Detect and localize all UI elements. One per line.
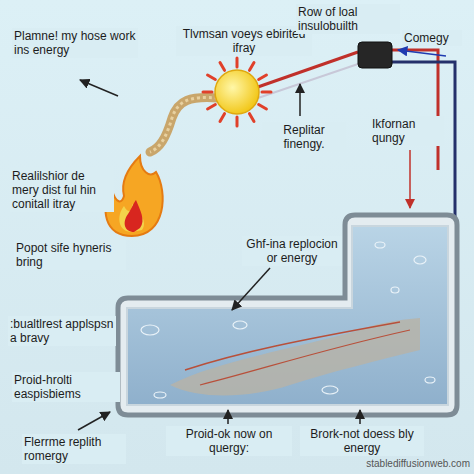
sun-ray	[220, 114, 225, 122]
leader-arrows	[78, 50, 446, 430]
sun-ray	[250, 114, 255, 122]
callout-label: Proid-ok now on quergy:	[166, 426, 292, 456]
sun	[203, 58, 271, 126]
sun-ray	[208, 105, 216, 110]
callout-label: Replitar finengy.	[262, 122, 346, 152]
hose-ribs	[150, 98, 218, 152]
callout-label: :bualtlrest applspsn a bravy	[8, 316, 116, 346]
sun-ray	[259, 75, 267, 80]
water-tank	[118, 215, 457, 415]
callout-label: Row of loal insulobuilth	[296, 4, 400, 34]
callout-label: Ghf-ina replocion or energy	[242, 236, 342, 266]
sun-ray	[203, 91, 212, 94]
callout-label: Brork-not doess bly energy	[300, 426, 424, 456]
callout-label: Plamne! my hose work ins energy	[12, 28, 138, 58]
sun-ray	[236, 117, 239, 126]
sun-ray	[262, 91, 271, 94]
callout-label: Proid-hrolti easpisbiems	[12, 372, 120, 402]
hose	[150, 98, 218, 152]
sun-ray	[236, 58, 239, 67]
callout-label: Tlvmsan voeys ebirited ifray	[176, 26, 312, 56]
watermark: stablediffusionweb.com	[354, 456, 472, 472]
callout-label: Realilshior de mery dist ful hin conital…	[10, 168, 114, 212]
sun-ray	[208, 75, 216, 80]
sun-ray	[250, 63, 255, 71]
callout-label: Ikfornan qungy	[370, 116, 444, 146]
callout-label: Flerrme replith romergy	[22, 434, 126, 464]
callout-label: Popot sife hyneris bring	[14, 240, 126, 270]
callout-label: Comegy	[402, 30, 462, 46]
flame	[106, 156, 163, 236]
insulator-block	[358, 42, 392, 68]
sun-ray	[259, 105, 267, 110]
sun-ray	[220, 63, 225, 71]
